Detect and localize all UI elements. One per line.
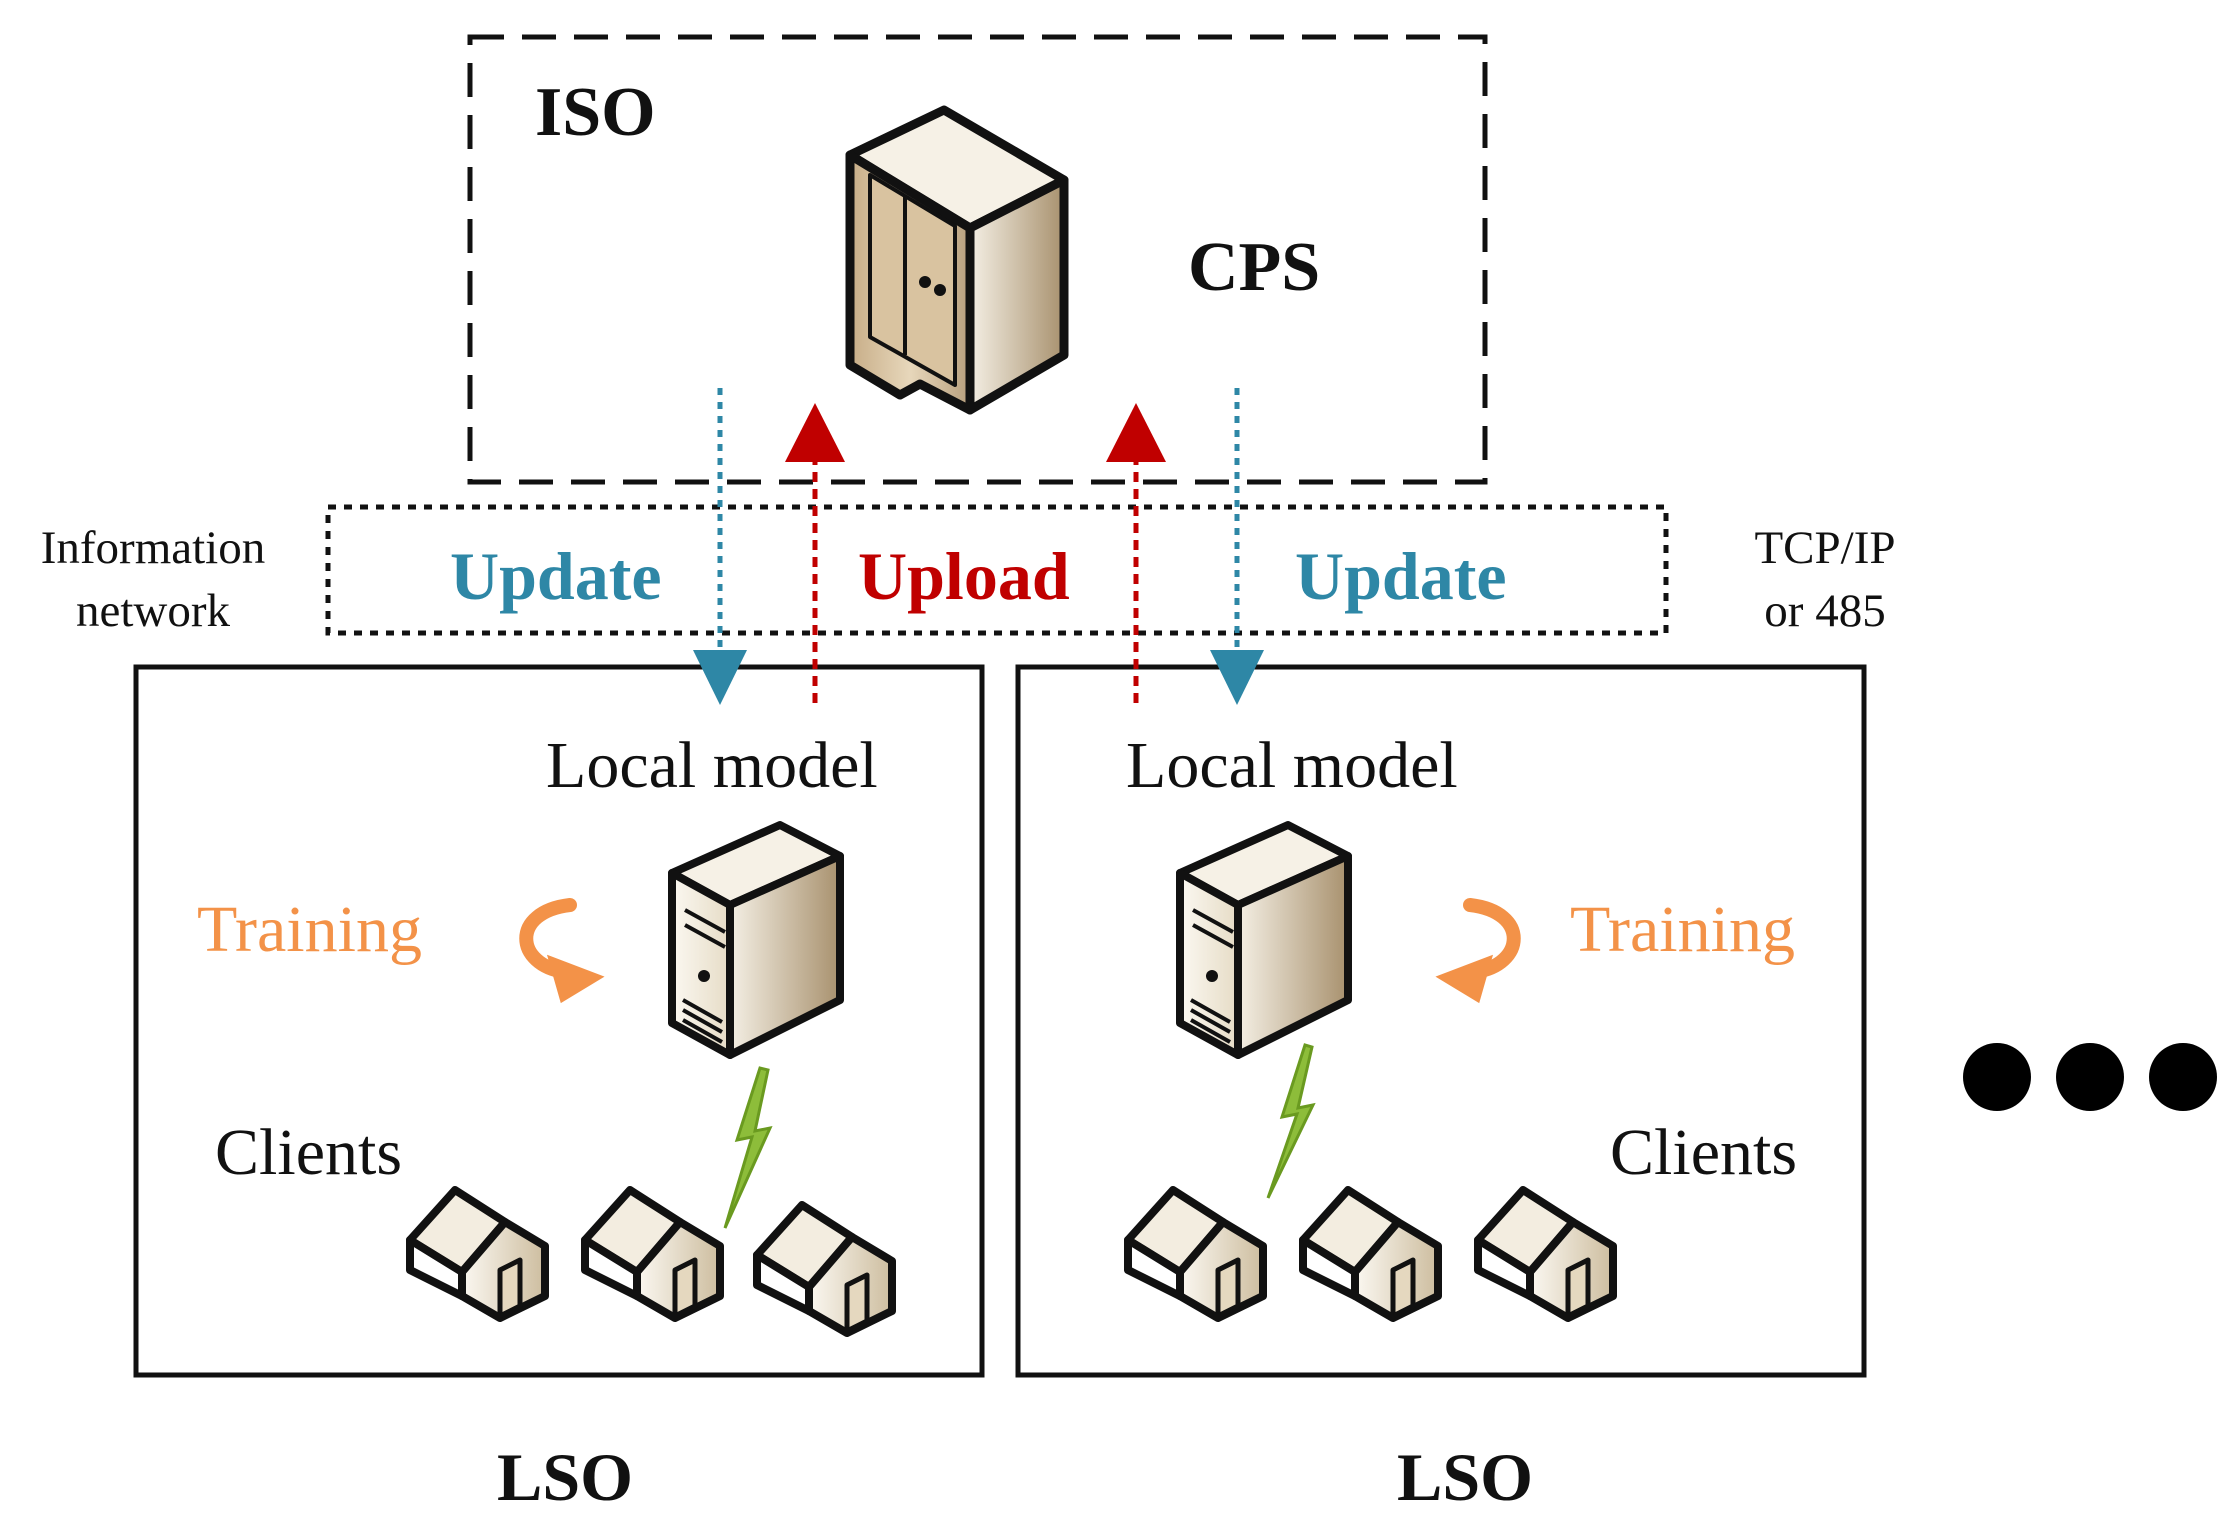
network-label-line2: network [75, 585, 231, 637]
protocol-label-line1: TCP/IP [1754, 522, 1896, 574]
information-network-boundary [325, 504, 1669, 636]
local-model-label-right: Local model [1126, 729, 1458, 802]
clients-label-right: Clients [1610, 1116, 1798, 1189]
lightning-icon [723, 1066, 773, 1229]
upload-label: Upload [858, 538, 1070, 614]
network-label-line1: Information [40, 522, 266, 574]
training-label-right: Training [1570, 893, 1795, 966]
tower-server-icon [1176, 821, 1352, 1059]
iso-label: ISO [535, 74, 656, 151]
ellipsis-dots-icon [1963, 1043, 2217, 1111]
cps-label: CPS [1188, 229, 1321, 306]
circular-arrow-icon [519, 898, 605, 1004]
house-icon [1474, 1186, 1617, 1322]
cabinet-server-icon [845, 105, 1069, 415]
lso-caption-right: LSO [1396, 1439, 1534, 1515]
update-label-right: Update [1295, 538, 1507, 614]
upload-arrow-right [1106, 403, 1166, 710]
training-label-left: Training [197, 893, 422, 966]
lso-right-boundary [1015, 664, 1867, 1378]
update-label-left: Update [450, 538, 662, 614]
house-icon [406, 1186, 549, 1322]
update-arrow-left [693, 388, 747, 705]
lso-caption-left: LSO [496, 1439, 634, 1515]
upload-arrow-left [785, 403, 845, 710]
house-icon [1299, 1186, 1442, 1322]
local-model-label-left: Local model [546, 729, 878, 802]
circular-arrow-icon [1435, 898, 1521, 1004]
house-icon [581, 1186, 724, 1322]
update-arrow-right [1210, 388, 1264, 705]
lso-left-boundary [133, 664, 985, 1378]
lightning-icon [1266, 1043, 1316, 1199]
tower-server-icon [668, 821, 844, 1059]
clients-label-left: Clients [215, 1116, 403, 1189]
house-icon [753, 1201, 896, 1337]
protocol-label-line2: or 485 [1764, 585, 1886, 637]
house-icon [1124, 1186, 1267, 1322]
